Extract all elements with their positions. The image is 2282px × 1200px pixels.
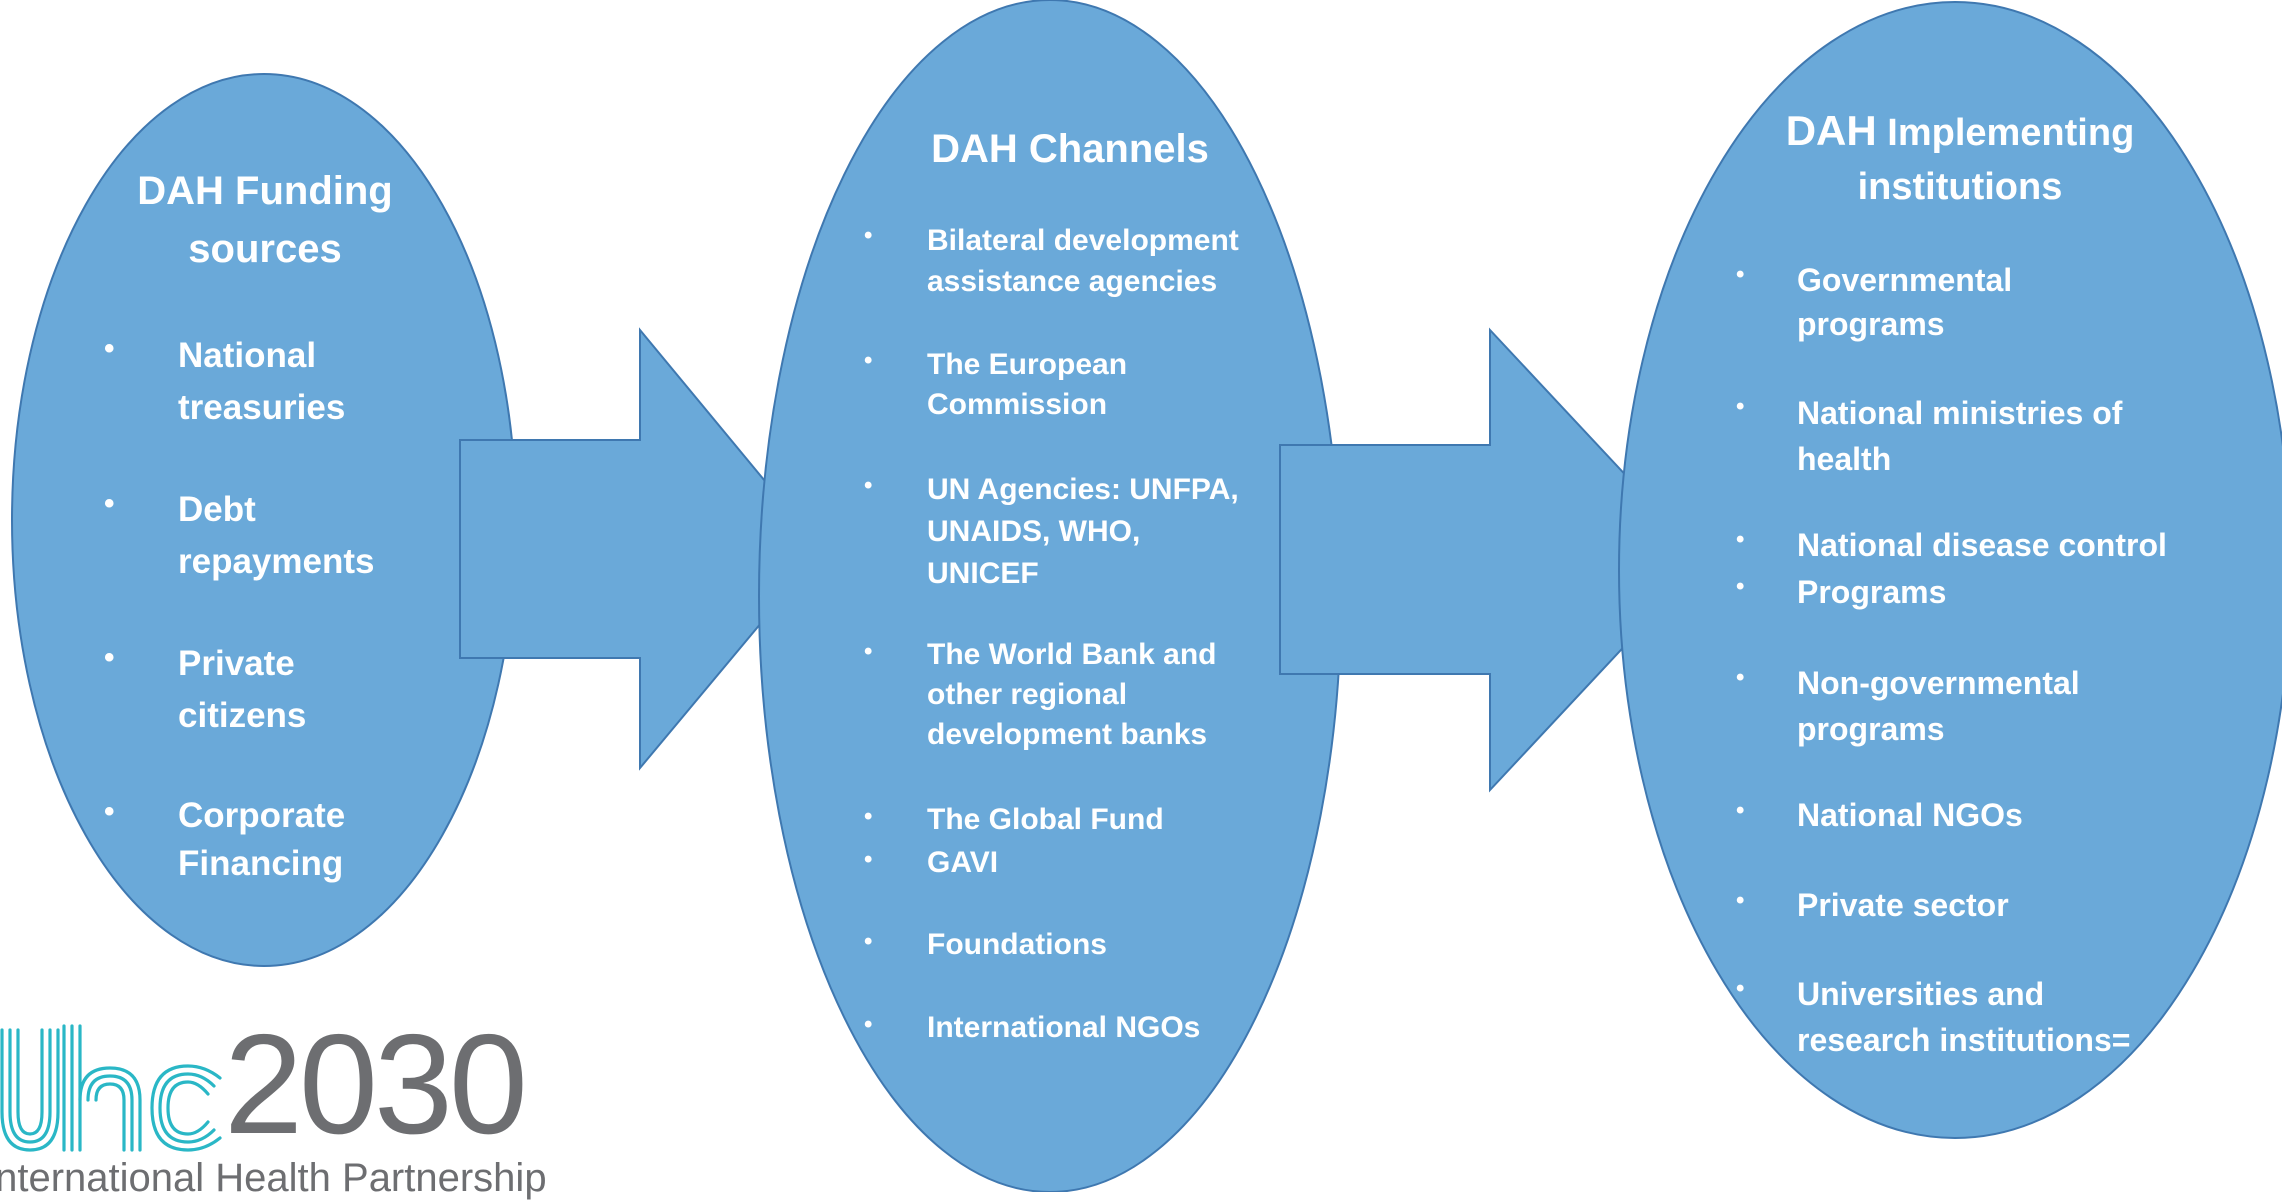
item-line: health [1797, 441, 1892, 477]
item-line: The World Bank and [927, 638, 1217, 671]
channel-item-european-commission: The European Commission [927, 345, 1127, 425]
channel-item-global-fund: The Global Fund [927, 800, 1164, 840]
implementing-title-line-2: institutions [1857, 166, 2063, 208]
arrow-funding-to-channels [459, 327, 824, 771]
item-line: National ministries of [1797, 395, 2123, 431]
channel-item-foundations: Foundations [927, 925, 1107, 965]
bullet-icon: • [104, 332, 115, 365]
item-line: National [178, 336, 317, 375]
logo-year: 2030 [224, 1005, 528, 1164]
funding-item-debt-repayments: Debt repayments [178, 484, 374, 588]
implementing-title-line-1: DAH Implementing [1740, 104, 2180, 160]
item-line: Non-governmental [1797, 665, 2080, 701]
item-line: UNAIDS, WHO, [927, 515, 1141, 548]
item-line: development banks [927, 718, 1208, 751]
item-line: Bilateral development [927, 224, 1239, 257]
item-line: GAVI [927, 846, 999, 879]
bullet-icon: • [864, 222, 873, 249]
bullet-icon: • [104, 487, 115, 520]
bullet-icon: • [104, 795, 115, 828]
impl-item-disease-control: National disease control [1797, 523, 2167, 567]
bullet-icon: • [864, 472, 873, 499]
impl-item-governmental-programs: Governmental programs [1797, 258, 2012, 346]
bullet-icon: • [1736, 526, 1745, 553]
item-line: International NGOs [927, 1011, 1201, 1044]
funding-item-private-citizens: Private citizens [178, 638, 306, 742]
item-line: UNICEF [927, 557, 1039, 590]
item-line: other regional [927, 678, 1128, 711]
impl-item-national-ngos: National NGOs [1797, 793, 2023, 837]
bullet-icon: • [1736, 393, 1745, 420]
bullet-icon: • [1736, 887, 1745, 914]
channels-title-line: DAH Channels [931, 127, 1209, 171]
funding-title-line-1: DAH Funding [137, 169, 393, 213]
item-line: programs [1797, 711, 1945, 747]
funding-item-national-treasuries: National treasuries [178, 330, 345, 434]
impl-item-programs: Programs [1797, 570, 1946, 614]
bullet-icon: • [864, 1011, 873, 1038]
item-line: Programs [1797, 574, 1947, 610]
item-line: National disease control [1797, 527, 2167, 563]
item-line: Governmental [1797, 262, 2013, 298]
channel-item-international-ngos: International NGOs [927, 1008, 1200, 1048]
bullet-icon: • [864, 803, 873, 830]
implementing-title-dah: DAH [1785, 107, 1877, 154]
item-line: National NGOs [1797, 797, 2023, 833]
implementing-title: DAH Implementing institutions [1740, 104, 2180, 214]
uhc-logo-mark [0, 1024, 222, 1152]
item-line: Commission [927, 388, 1108, 421]
channel-item-bilateral: Bilateral development assistance agencie… [927, 220, 1239, 302]
item-line: citizens [178, 696, 307, 735]
bullet-icon: • [864, 638, 873, 665]
bullet-icon: • [864, 928, 873, 955]
bullet-icon: • [864, 347, 873, 374]
impl-item-ministries-of-health: National ministries of health [1797, 390, 2122, 482]
item-line: Foundations [927, 928, 1107, 961]
funding-item-corporate-financing: Corporate Financing [178, 792, 345, 888]
item-line: assistance agencies [927, 265, 1218, 298]
funding-sources-title: DAH Funding sources [120, 162, 410, 278]
item-line: treasuries [178, 388, 346, 427]
item-line: UN Agencies: UNFPA, [927, 473, 1239, 506]
bullet-icon: • [1736, 261, 1745, 288]
logo-subtitle: International Health Partnership [0, 1156, 547, 1200]
bullet-icon: • [1736, 664, 1745, 691]
item-line: The Global Fund [927, 803, 1164, 836]
impl-item-non-governmental: Non-governmental programs [1797, 660, 2080, 752]
bullet-icon: • [1736, 797, 1745, 824]
channel-item-un-agencies: UN Agencies: UNFPA, UNAIDS, WHO, UNICEF [927, 469, 1239, 595]
arrow-channels-to-implementing [1279, 327, 1707, 793]
funding-title-line-2: sources [188, 227, 342, 271]
impl-item-private-sector: Private sector [1797, 883, 2009, 927]
item-line: Corporate [178, 796, 346, 835]
implementing-institutions-ellipse [1618, 1, 2282, 1139]
item-line: Universities and [1797, 976, 2045, 1012]
item-line: repayments [178, 542, 375, 581]
channels-title: DAH Channels [880, 120, 1260, 178]
implementing-title-rest: Implementing [1876, 112, 2135, 154]
item-line: programs [1797, 306, 1945, 342]
item-line: Private [178, 644, 295, 683]
channel-item-world-bank: The World Bank and other regional develo… [927, 635, 1216, 755]
item-line: Debt [178, 490, 256, 529]
channel-item-gavi: GAVI [927, 843, 998, 883]
bullet-icon: • [1736, 573, 1745, 600]
item-line: research institutions= [1797, 1022, 2131, 1058]
bullet-icon: • [1736, 975, 1745, 1002]
item-line: The European [927, 348, 1128, 381]
impl-item-universities: Universities and research institutions= [1797, 971, 2130, 1063]
bullet-icon: • [104, 641, 115, 674]
bullet-icon: • [864, 846, 873, 873]
item-line: Private sector [1797, 887, 2009, 923]
item-line: Financing [178, 844, 344, 883]
